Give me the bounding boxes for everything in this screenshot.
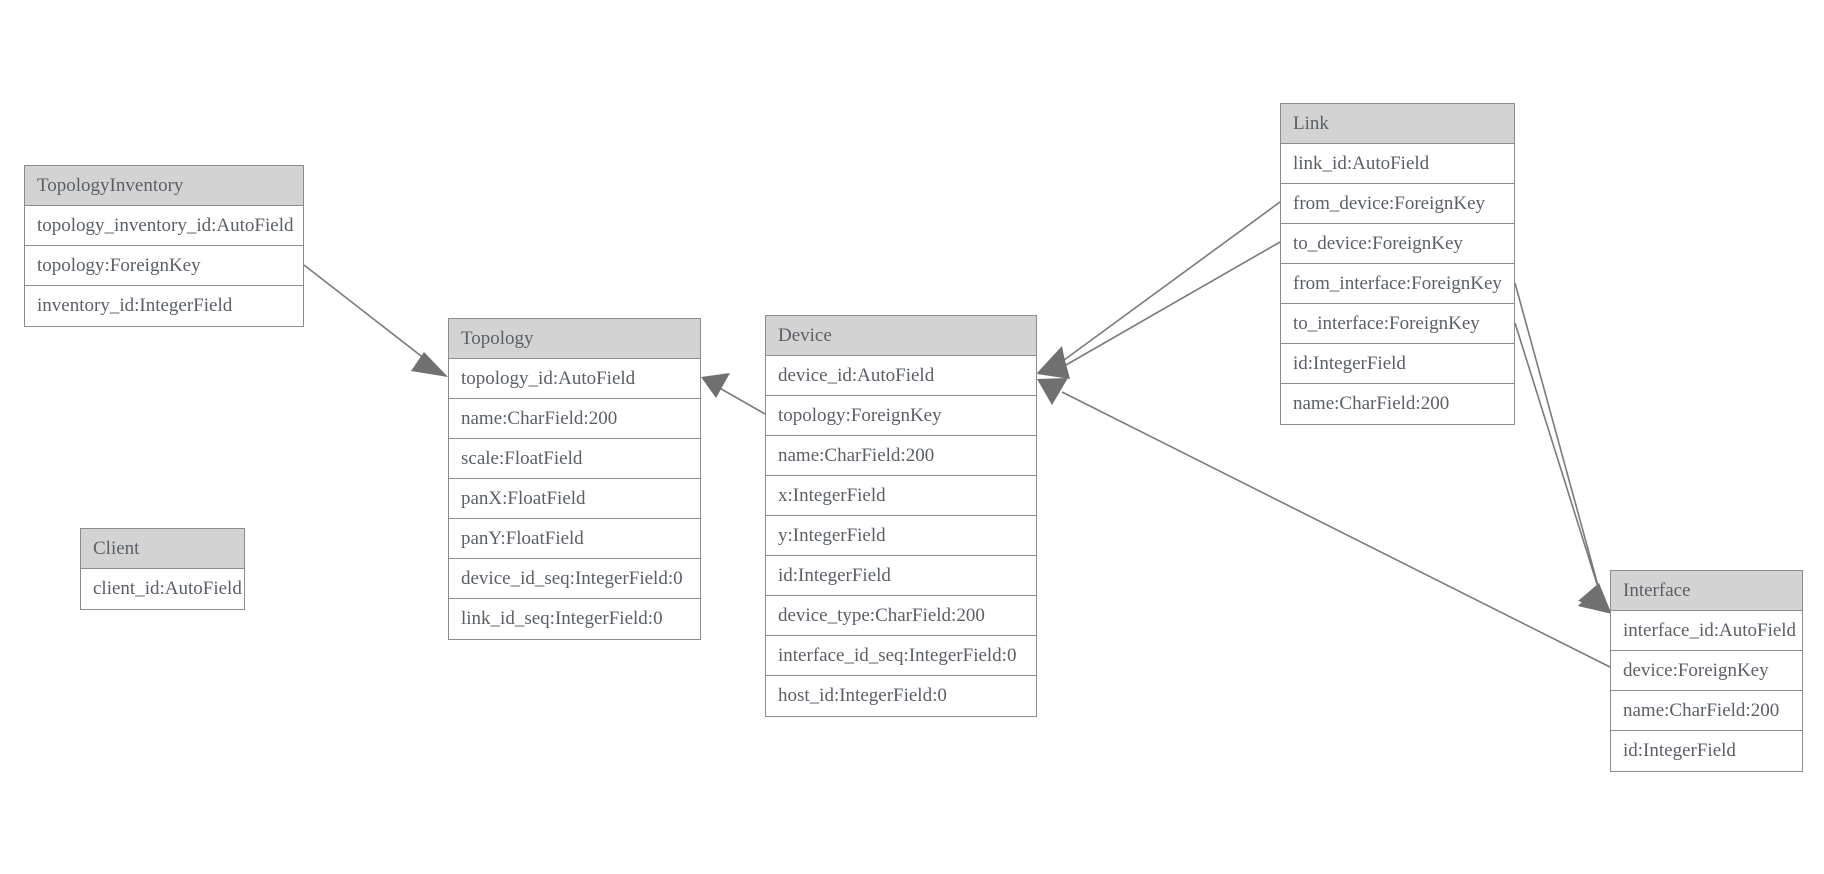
edge-device-topology (701, 373, 766, 415)
field-row[interactable]: topology_id:AutoField (449, 359, 700, 399)
entity-field-list-client: client_id:AutoField (81, 569, 244, 609)
field-row[interactable]: device_type:CharField:200 (766, 596, 1036, 636)
field-row[interactable]: id:IntegerField (1623, 740, 1736, 761)
edge-topologyinventory-topology (303, 264, 448, 377)
edge-link-tointerface-interface (1514, 322, 1612, 614)
entity-title-interface: Interface (1611, 571, 1802, 611)
entity-device[interactable]: Device device_id:AutoField topology:Fore… (765, 315, 1037, 717)
field-row[interactable]: scale:FloatField (449, 439, 700, 479)
field-row[interactable]: to_device:ForeignKey (1281, 224, 1514, 264)
entity-field-list-link: link_id:AutoField from_device:ForeignKey… (1281, 144, 1514, 424)
field-row[interactable]: topology_inventory_id:AutoField (25, 206, 303, 246)
field-row[interactable]: client_id:AutoField (93, 578, 242, 599)
field-row[interactable]: topology:ForeignKey (766, 396, 1036, 436)
field-row[interactable]: name:CharField:200 (766, 436, 1036, 476)
field-row[interactable]: panY:FloatField (449, 519, 700, 559)
entity-title-device: Device (766, 316, 1036, 356)
field-row[interactable]: device:ForeignKey (1611, 651, 1802, 691)
field-row[interactable]: from_device:ForeignKey (1281, 184, 1514, 224)
entity-link[interactable]: Link link_id:AutoField from_device:Forei… (1280, 103, 1515, 425)
field-row[interactable]: interface_id:AutoField (1611, 611, 1802, 651)
field-row[interactable]: name:CharField:200 (1611, 691, 1802, 731)
entity-title-client: Client (81, 529, 244, 569)
field-row[interactable]: id:IntegerField (766, 556, 1036, 596)
entity-client[interactable]: Client client_id:AutoField (80, 528, 245, 610)
field-row[interactable]: link_id:AutoField (1281, 144, 1514, 184)
field-row[interactable]: name:CharField:200 (1293, 393, 1450, 414)
entity-title-topology: Topology (449, 319, 700, 359)
edge-link-fromdevice-device (1037, 201, 1281, 378)
field-row[interactable]: host_id:IntegerField:0 (778, 685, 947, 706)
entity-title-link: Link (1281, 104, 1514, 144)
field-row[interactable]: interface_id_seq:IntegerField:0 (766, 636, 1036, 676)
entity-field-list-topology: topology_id:AutoField name:CharField:200… (449, 359, 700, 639)
edge-link-frominterface-interface (1514, 282, 1610, 610)
field-row[interactable]: name:CharField:200 (449, 399, 700, 439)
edge-link-todevice-device (1037, 241, 1281, 379)
entity-field-list-topologyinventory: topology_inventory_id:AutoField topology… (25, 206, 303, 326)
field-row[interactable]: topology:ForeignKey (25, 246, 303, 286)
field-row[interactable]: device_id:AutoField (766, 356, 1036, 396)
field-row[interactable]: panX:FloatField (449, 479, 700, 519)
entity-title-topologyinventory: TopologyInventory (25, 166, 303, 206)
field-row[interactable]: to_interface:ForeignKey (1281, 304, 1514, 344)
field-row[interactable]: inventory_id:IntegerField (37, 295, 233, 316)
field-row[interactable]: device_id_seq:IntegerField:0 (449, 559, 700, 599)
field-row[interactable]: y:IntegerField (766, 516, 1036, 556)
entity-topologyinventory[interactable]: TopologyInventory topology_inventory_id:… (24, 165, 304, 327)
field-row[interactable]: link_id_seq:IntegerField:0 (461, 608, 663, 629)
field-row[interactable]: id:IntegerField (1281, 344, 1514, 384)
entity-interface[interactable]: Interface interface_id:AutoField device:… (1610, 570, 1803, 772)
entity-topology[interactable]: Topology topology_id:AutoField name:Char… (448, 318, 701, 640)
field-row[interactable]: from_interface:ForeignKey (1281, 264, 1514, 304)
entity-field-list-interface: interface_id:AutoField device:ForeignKey… (1611, 611, 1802, 771)
field-row[interactable]: x:IntegerField (766, 476, 1036, 516)
entity-field-list-device: device_id:AutoField topology:ForeignKey … (766, 356, 1036, 716)
